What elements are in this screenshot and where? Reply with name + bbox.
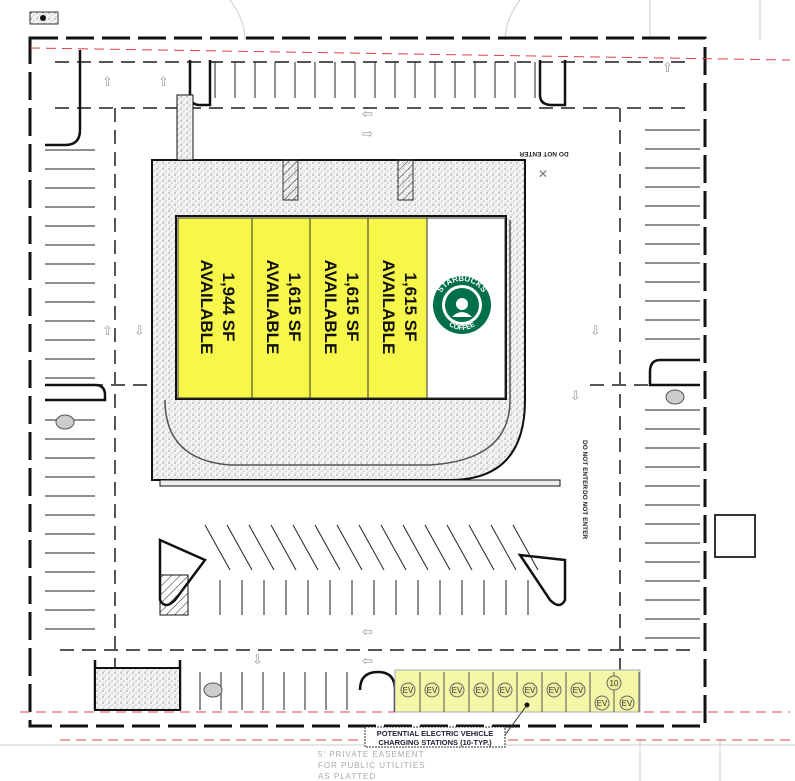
ev-stall-label: EV [427,686,438,695]
ev-stall-marker [570,682,586,698]
ev-stall-label: EV [622,699,633,708]
easement-line1: 5' PRIVATE EASEMENT [318,750,424,759]
stall-line [446,524,473,571]
ev-stall-label: EV [549,686,560,695]
ev-stall-label: EV [500,686,511,695]
stall-line [512,524,539,571]
svg-text:⇩: ⇩ [590,324,601,339]
tenant-3-status: AVAILABLE [321,260,340,355]
ev-stall-marker [400,682,416,698]
ev-stall-marker [424,682,440,698]
tenant-suite-3 [309,217,369,399]
tenant-2-label: 1,615 SF AVAILABLE [263,260,304,355]
ev-stall-marker [497,682,513,698]
svg-text:⇩: ⇩ [570,389,581,404]
do-not-enter-sign-2: DO NOT ENTER [581,490,588,539]
stall-line [336,524,363,571]
light-poles [55,389,685,698]
landscape-island-hatched [159,574,189,616]
tenant-2-size: 1,615 SF [285,273,304,342]
svg-text:⇩: ⇩ [252,653,263,668]
ev-stall-label: EV [403,686,414,695]
stall-line [424,524,451,571]
drive-thru-median [159,479,561,487]
drive-thru-lane [164,220,511,466]
ev-stall-marker [619,695,635,711]
ev-count-label: 10 [610,679,619,688]
stall-line [248,524,275,571]
tenant-2-status: AVAILABLE [263,260,282,355]
svg-text:⇨: ⇨ [362,127,373,142]
easement-line2: FOR PUBLIC UTILITIES [318,761,426,770]
svg-text:COFFEE: COFFEE [448,321,477,332]
landscape-island-bottom-left [94,667,181,711]
direction-arrows: ⇧ ⇧ ⇦ ⇨ ⇧ ⇩ ⇩ ⇩ ⇦ ⇦ ⇩ ⇧ [102,61,673,669]
ev-stall-label: EV [573,686,584,695]
svg-text:⇧: ⇧ [158,75,169,90]
svg-text:⇧: ⇧ [662,61,673,76]
anchor-sub: COFFEE [448,321,477,332]
stall-line [292,524,319,571]
svg-text:⇩: ⇩ [134,324,145,339]
svg-text:⇧: ⇧ [102,75,113,90]
ev-stall-marker [546,682,562,698]
tenant-suite-1 [177,217,253,399]
stall-line [402,524,429,571]
ev-note-line2: CHARGING STATIONS (10-TYP.) [378,738,492,747]
tenant-suite-4 [367,217,428,399]
starbucks-logo: STARBUCKS COFFEE [433,274,491,334]
easement-note: 5' PRIVATE EASEMENT FOR PUBLIC UTILITIES… [318,750,426,781]
tenant-3-label: 1,615 SF AVAILABLE [321,260,362,355]
ev-stall-marker [449,682,465,698]
easement-line3: AS PLATTED [318,772,376,781]
ev-stall-label: EV [597,699,608,708]
ev-stall-label: EV [452,686,463,695]
patio-hatch-2 [397,159,414,201]
tenant-suite-2 [251,217,311,399]
ev-stall-label: EV [525,686,536,695]
ev-stall-label: EV [476,686,487,695]
do-not-enter-sign-1: DO NOT ENTER [581,440,588,489]
stall-line [314,524,341,571]
tenant-4-size: 1,615 SF [401,273,420,342]
stall-line [204,524,231,571]
svg-text:⇧: ⇧ [102,324,113,339]
tenant-3-size: 1,615 SF [343,273,362,342]
parking-stalls [45,62,700,710]
do-not-enter-sign-top: DO NOT ENTER [519,150,568,157]
stall-line [380,524,407,571]
tenant-1-size: 1,944 SF [219,273,238,342]
stall-line [468,524,495,571]
x-mark: ✕ [538,167,548,181]
stall-line [226,524,253,571]
tenant-4-status: AVAILABLE [379,260,398,355]
stall-line [270,524,297,571]
ev-leader-line [504,704,528,736]
stairs [176,94,194,161]
trash-enclosure [714,514,756,558]
property-boundary [28,36,707,728]
ev-stalls: EV EV EV EV EV EV EV EV EV EV 10 [400,672,640,712]
svg-text:⇦: ⇦ [362,654,373,669]
svg-text:⇦: ⇦ [362,107,373,122]
ev-stall-marker [473,682,489,698]
stall-line [358,524,385,571]
stall-line [490,524,517,571]
ev-stall-marker [522,682,538,698]
ev-count-marker [606,675,622,691]
ev-stall-marker [594,695,610,711]
tenant-1-label: 1,944 SF AVAILABLE [197,260,238,355]
tenant-1-status: AVAILABLE [197,260,216,355]
patio-hatch [282,159,299,201]
easement-line-top [29,47,791,61]
ev-callout: POTENTIAL ELECTRIC VEHICLE CHARGING STAT… [364,726,506,748]
ev-note-line1: POTENTIAL ELECTRIC VEHICLE [377,729,494,738]
svg-text:⇦: ⇦ [362,625,373,640]
tenant-4-label: 1,615 SF AVAILABLE [379,260,420,355]
